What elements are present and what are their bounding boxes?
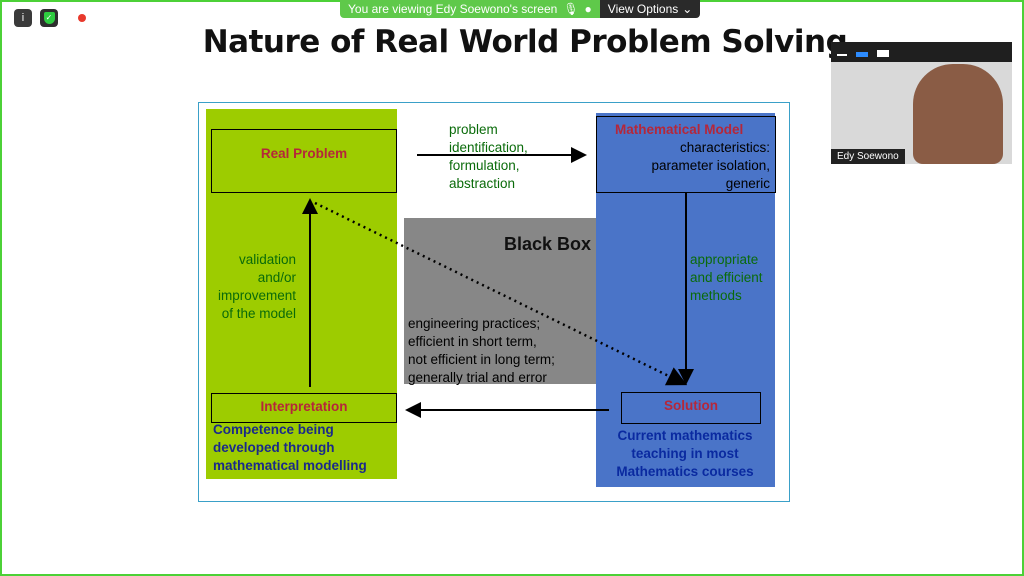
share-indicator-icon: ● — [584, 2, 592, 16]
diagram-arrows — [302, 147, 694, 418]
black-box-line: engineering practices; — [408, 316, 541, 331]
video-tile-controls-icon[interactable] — [831, 42, 1012, 62]
methods-line: and efficient — [690, 270, 763, 285]
solution-box: Solution — [621, 392, 761, 424]
view-options-label: View Options — [607, 2, 679, 16]
methods-line: methods — [690, 288, 742, 303]
current-teaching-label: Current mathematics teaching in most Mat… — [600, 427, 770, 481]
chevron-down-icon: ⌄ — [682, 2, 693, 16]
interpretation-box: Interpretation — [211, 393, 397, 423]
arrow-top-line: abstraction — [449, 176, 516, 191]
recording-indicator-icon — [78, 14, 86, 22]
solution-label: Solution — [664, 398, 718, 413]
competence-line: Competence being — [213, 422, 334, 437]
validation-line: of the model — [221, 306, 296, 321]
real-problem-label: Real Problem — [260, 146, 348, 161]
math-model-line: generic — [725, 176, 770, 191]
info-icon[interactable]: i — [14, 9, 32, 27]
competence-line: mathematical modelling — [213, 458, 367, 473]
competence-line: developed through — [213, 440, 335, 455]
meeting-toolbar: i ✓ — [14, 9, 86, 27]
problem-solving-diagram: Real Problem problem identification, for… — [198, 102, 790, 502]
black-box-area — [404, 218, 596, 384]
methods-label: appropriate and efficient methods — [690, 251, 763, 305]
arrow-top-line: problem — [449, 122, 498, 137]
math-model-line: parameter isolation, — [651, 158, 770, 173]
slide-title: Nature of Real World Problem Solving — [202, 24, 848, 60]
mic-muted-icon: 🎙 — [563, 2, 579, 16]
math-model-characteristics: characteristics: parameter isolation, ge… — [651, 139, 770, 193]
green-column — [206, 109, 397, 479]
validation-line: improvement — [217, 288, 296, 303]
view-options-button[interactable]: View Options ⌄ — [599, 0, 701, 18]
current-line: Mathematics courses — [616, 464, 754, 479]
validation-line: validation — [238, 252, 296, 267]
math-model-title: Mathematical Model — [615, 122, 744, 137]
black-box-title: Black Box — [504, 234, 592, 254]
validation-line: and/or — [257, 270, 296, 285]
security-shield-icon[interactable]: ✓ — [40, 9, 58, 27]
interpretation-label: Interpretation — [260, 399, 348, 414]
methods-line: appropriate — [690, 252, 759, 267]
participant-name: Edy Soewono — [831, 149, 905, 164]
video-tile-toolbar — [831, 42, 1012, 62]
math-model-line: characteristics: — [679, 140, 770, 155]
arrow-black-box-shortcut — [314, 201, 688, 386]
participant-video-tile[interactable]: Edy Soewono — [831, 42, 1012, 164]
viewing-message-text: You are viewing Edy Soewono's screen — [348, 2, 558, 16]
competence-label: Competence being developed through mathe… — [213, 421, 367, 475]
screen-share-banner: You are viewing Edy Soewono's screen 🎙 ●… — [340, 0, 701, 18]
arrow-top-label: problem identification, formulation, abs… — [449, 121, 579, 193]
viewing-message: You are viewing Edy Soewono's screen 🎙 ● — [340, 0, 600, 18]
black-box-line: generally trial and error — [408, 370, 547, 385]
arrow-top-line: identification, — [449, 140, 528, 155]
participant-face — [913, 64, 1003, 164]
real-problem-box: Real Problem — [211, 129, 397, 193]
arrow-top-line: formulation, — [449, 158, 520, 173]
math-model-box: Mathematical Model characteristics: para… — [596, 116, 776, 193]
current-line: Current mathematics — [617, 428, 753, 443]
current-line: teaching in most — [631, 446, 739, 461]
black-box-line: not efficient in long term; — [408, 352, 555, 367]
black-box-line: efficient in short term, — [408, 334, 537, 349]
black-box-description: engineering practices; efficient in shor… — [408, 315, 555, 387]
validation-label: validation and/or improvement of the mod… — [204, 251, 296, 323]
